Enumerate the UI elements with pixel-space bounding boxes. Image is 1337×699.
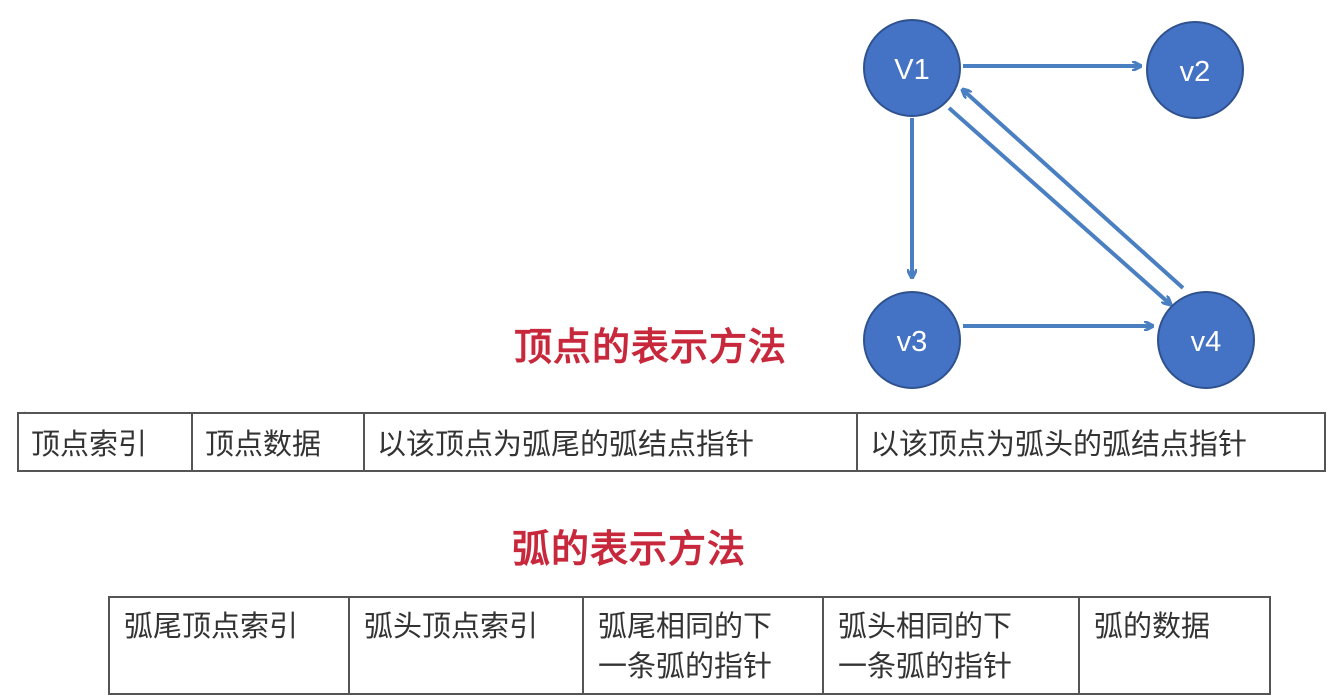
node-v2: v2 bbox=[1146, 21, 1244, 119]
arc-field-data-text: 弧的数据 bbox=[1094, 609, 1211, 643]
arc-field-tail-index: 弧尾顶点索引 bbox=[108, 596, 350, 695]
directed-graph: V1 v2 v3 v4 bbox=[863, 19, 1255, 389]
node-v3-label: v3 bbox=[897, 326, 928, 358]
arc-field-same-tail-next-line1: 弧尾相同的下 bbox=[598, 609, 773, 643]
arc-field-same-head-next: 弧头相同的下 一条弧的指针 bbox=[822, 596, 1080, 695]
vertex-structure-row: 顶点索引 顶点数据 以该顶点为弧尾的弧结点指针 以该顶点为弧头的弧结点指针 bbox=[17, 412, 1326, 472]
arc-node-structure-table: 弧尾顶点索引 弧头顶点索引 弧尾相同的下 一条弧的指针 弧头相同的下 一条弧的指… bbox=[108, 596, 1271, 695]
node-v3: v3 bbox=[863, 291, 961, 389]
arc-field-tail-index-text: 弧尾顶点索引 bbox=[124, 609, 299, 643]
node-v4: v4 bbox=[1157, 291, 1255, 389]
node-v1: V1 bbox=[863, 19, 961, 117]
vertex-field-index: 顶点索引 bbox=[17, 412, 193, 472]
arc-field-head-index: 弧头顶点索引 bbox=[348, 596, 584, 695]
node-v4-label: v4 bbox=[1191, 326, 1222, 358]
vertex-representation-heading: 顶点的表示方法 bbox=[514, 325, 788, 369]
node-v1-label: V1 bbox=[894, 54, 929, 86]
arc-field-same-head-next-line2: 一条弧的指针 bbox=[838, 649, 1013, 683]
arc-field-head-index-text: 弧头顶点索引 bbox=[364, 609, 539, 643]
arc-field-data: 弧的数据 bbox=[1078, 596, 1271, 695]
node-v2-label: v2 bbox=[1180, 56, 1211, 88]
arc-field-same-tail-next: 弧尾相同的下 一条弧的指针 bbox=[582, 596, 824, 695]
edge-v1-v4 bbox=[947, 106, 1170, 304]
vertex-field-data: 顶点数据 bbox=[191, 412, 365, 472]
arc-field-same-head-next-line1: 弧头相同的下 bbox=[838, 609, 1013, 643]
edge-v4-v1 bbox=[963, 90, 1185, 290]
vertex-field-first-out-arc: 以该顶点为弧尾的弧结点指针 bbox=[363, 412, 858, 472]
vertex-field-first-in-arc: 以该顶点为弧头的弧结点指针 bbox=[856, 412, 1326, 472]
arc-representation-heading: 弧的表示方法 bbox=[512, 527, 747, 571]
vertex-node-structure-table: 顶点索引 顶点数据 以该顶点为弧尾的弧结点指针 以该顶点为弧头的弧结点指针 bbox=[17, 412, 1326, 472]
arc-structure-row: 弧尾顶点索引 弧头顶点索引 弧尾相同的下 一条弧的指针 弧头相同的下 一条弧的指… bbox=[108, 596, 1271, 695]
arc-field-same-tail-next-line2: 一条弧的指针 bbox=[598, 649, 773, 683]
